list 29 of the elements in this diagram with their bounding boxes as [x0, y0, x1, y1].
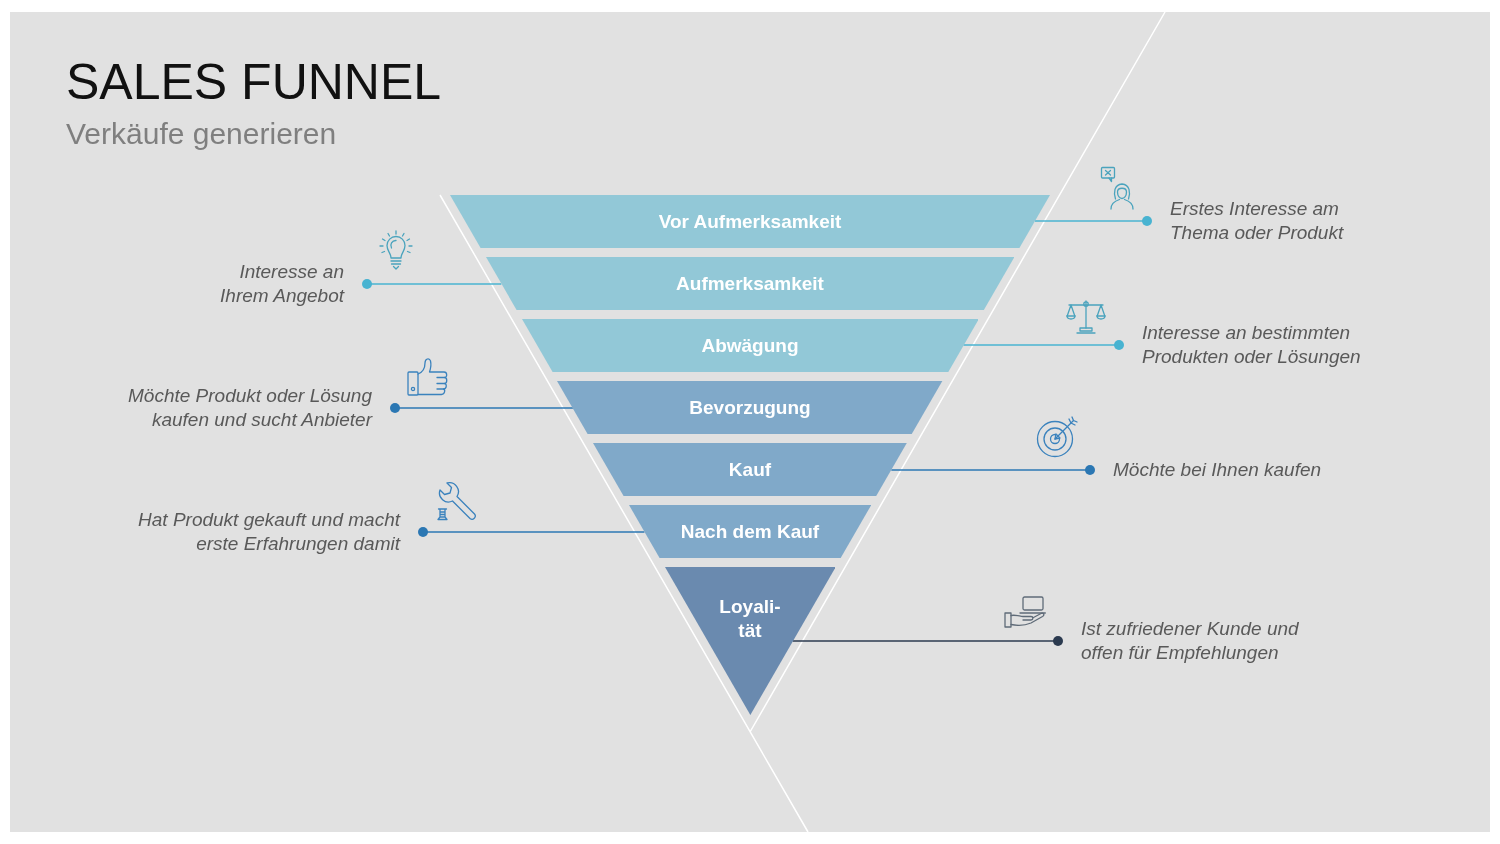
- title: SALES FUNNEL: [66, 53, 442, 111]
- leader-line: [792, 636, 1063, 646]
- leader-line: [962, 340, 1124, 350]
- stage-label: Abwägung: [700, 333, 800, 358]
- description-text: Interesse an bestimmten Produkten oder Lösungen: [1142, 321, 1362, 369]
- stage-label: Vor Aufmerksamkeit: [658, 209, 842, 234]
- funnel-stage: [450, 195, 1050, 248]
- leader-line: [1034, 216, 1152, 226]
- description-text: Erstes Interesse am Thema oder Produkt: [1170, 197, 1345, 245]
- stage-label: Aufmerksamkeit: [675, 271, 825, 296]
- funnel-stage: [557, 381, 943, 434]
- leader-line: [418, 527, 646, 537]
- funnel-stage: [628, 505, 872, 558]
- funnel-stage: [521, 319, 979, 372]
- stage-label: Nach dem Kauf: [680, 519, 820, 544]
- leader-line: [362, 279, 502, 289]
- description-text: Ist zufriedener Kunde und offen für Empfehlungen: [1081, 617, 1300, 665]
- stage-label: Kauf: [728, 457, 772, 482]
- leader-line: [890, 465, 1095, 475]
- description-text: Hat Produkt gekauft und macht erste Erfahrungen damit: [137, 508, 400, 556]
- subtitle: Verkäufe generieren: [66, 116, 337, 152]
- stage-label: Bevorzugung: [688, 395, 812, 420]
- funnel-stage: [485, 257, 1015, 310]
- funnel-stage: [664, 567, 836, 715]
- description-text: Möchte Produkt oder Lösung kaufen und sucht Anbieter: [127, 384, 372, 432]
- description-text: Interesse an Ihrem Angebot: [219, 260, 344, 308]
- description-text: Möchte bei Ihnen kaufen: [1113, 458, 1323, 482]
- leader-line: [390, 403, 574, 413]
- stage-label: Loyali- tät: [718, 595, 782, 643]
